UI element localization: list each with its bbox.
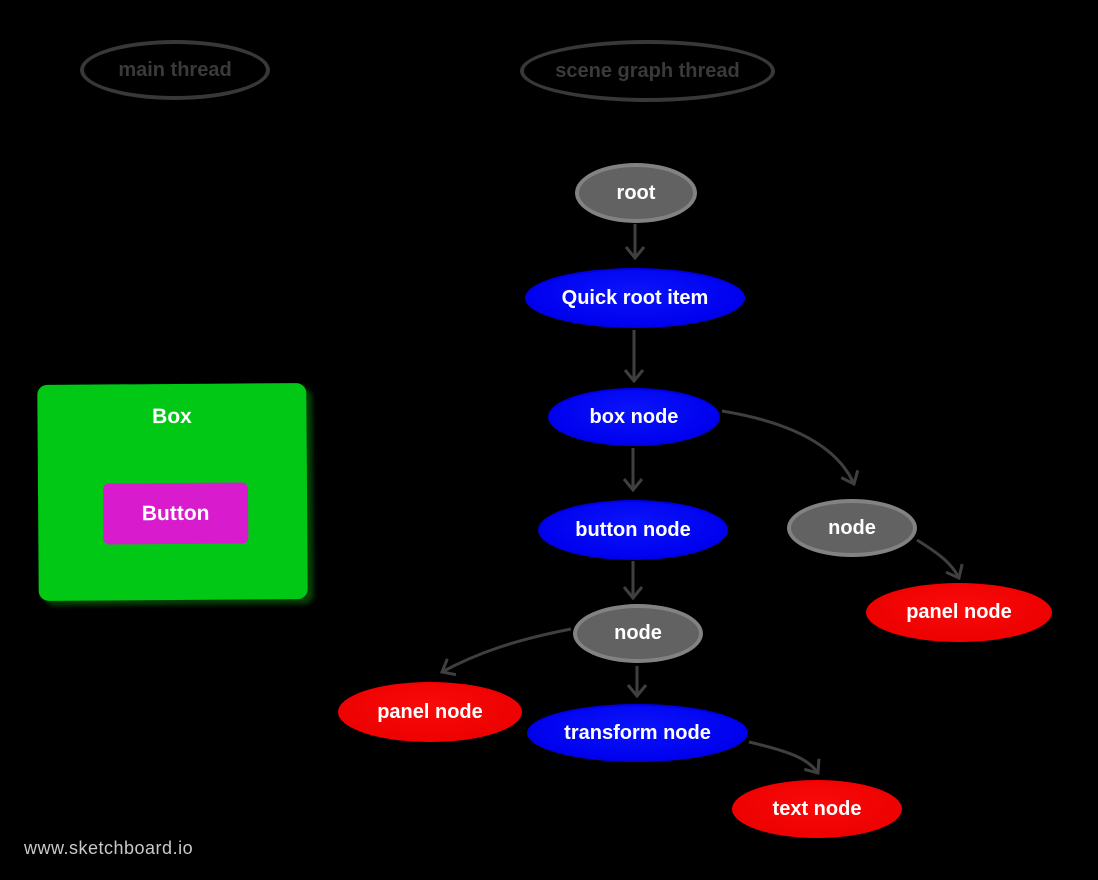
node-transform-node-label: transform node: [564, 721, 711, 744]
node-button-node-label: button node: [575, 518, 691, 541]
node-button-node[interactable]: button node: [538, 500, 728, 560]
node-root[interactable]: root: [575, 163, 697, 223]
node-node-1-label: node: [828, 516, 876, 539]
box-shape[interactable]: Box Button: [37, 383, 308, 601]
node-node-2-label: node: [614, 622, 662, 644]
node-panel-node-2[interactable]: panel node: [338, 682, 522, 742]
edge-node-2-to-panel-node-2[interactable]: [442, 627, 572, 672]
node-box-node-label: box node: [589, 405, 679, 428]
node-quick-root-item[interactable]: Quick root item: [525, 268, 745, 328]
edge-box-node-to-node-1[interactable]: [721, 409, 854, 484]
node-root-label: root: [616, 181, 656, 204]
main-thread-ellipse[interactable]: main thread: [80, 40, 270, 100]
scene-graph-thread-label: scene graph thread: [555, 59, 740, 82]
sketchboard-watermark: www.sketchboard.io: [24, 838, 194, 858]
node-panel-node-1-label: panel node: [906, 601, 1012, 623]
edge-node-1-to-panel-node-1[interactable]: [916, 538, 959, 578]
main-thread-label: main thread: [118, 58, 232, 81]
node-panel-node-2-label: panel node: [377, 700, 483, 723]
button-label: Button: [141, 501, 210, 525]
node-text-node-label: text node: [772, 797, 862, 820]
node-panel-node-1[interactable]: panel node: [866, 583, 1052, 642]
node-node-1[interactable]: node: [787, 499, 917, 557]
node-transform-node[interactable]: transform node: [527, 704, 748, 762]
node-quick-root-item-label: Quick root item: [561, 286, 709, 309]
box-label: Box: [152, 404, 192, 429]
node-node-2[interactable]: node: [573, 604, 703, 663]
node-box-node[interactable]: box node: [548, 388, 720, 446]
button-shape[interactable]: Button: [102, 482, 249, 545]
node-text-node[interactable]: text node: [732, 780, 902, 838]
edge-transform-node-to-text-node[interactable]: [748, 740, 818, 773]
scene-graph-thread-ellipse[interactable]: scene graph thread: [520, 40, 775, 102]
